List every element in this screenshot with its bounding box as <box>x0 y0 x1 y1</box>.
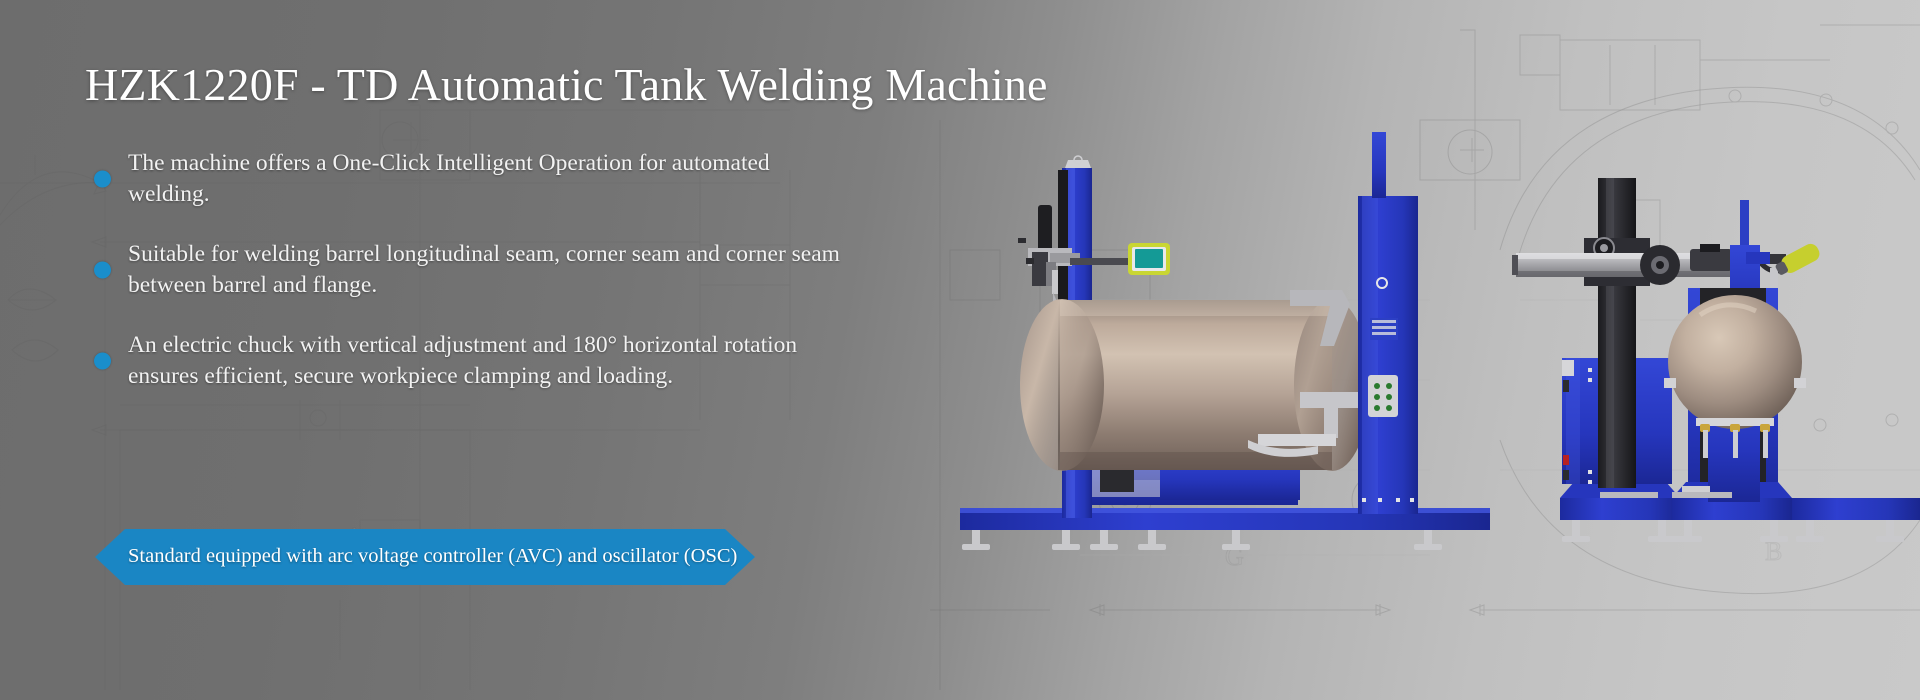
bullet-text: Suitable for welding barrel longitudinal… <box>128 240 840 299</box>
page-title: HZK1220F - TD Automatic Tank Welding Mac… <box>85 59 1048 110</box>
svg-text:B: B <box>1765 537 1782 566</box>
bullet-dot-icon <box>94 261 111 279</box>
bullet-text: An electric chuck with vertical adjustme… <box>128 331 798 390</box>
bullet-dot-icon <box>94 352 111 370</box>
feature-bullet-list: The machine offers a One-Click Intellige… <box>88 148 848 393</box>
ribbon-text: Standard equipped with arc voltage contr… <box>128 545 738 567</box>
machine-cylindrical-tank-welder <box>960 132 1490 550</box>
ribbon-shape <box>95 529 755 585</box>
list-item: An electric chuck with vertical adjustme… <box>88 330 848 393</box>
bullet-text: The machine offers a One-Click Intellige… <box>128 150 770 208</box>
machine-column-boom-spherical-tank <box>1512 178 1820 542</box>
banner-content: HZK1220F - TD Automatic Tank Welding Mac… <box>85 59 1047 585</box>
machine-base-strip-right <box>1792 498 1920 542</box>
bullet-dot-icon <box>94 170 111 188</box>
list-item: Suitable for welding barrel longitudinal… <box>88 239 848 302</box>
list-item: The machine offers a One-Click Intellige… <box>88 148 848 211</box>
